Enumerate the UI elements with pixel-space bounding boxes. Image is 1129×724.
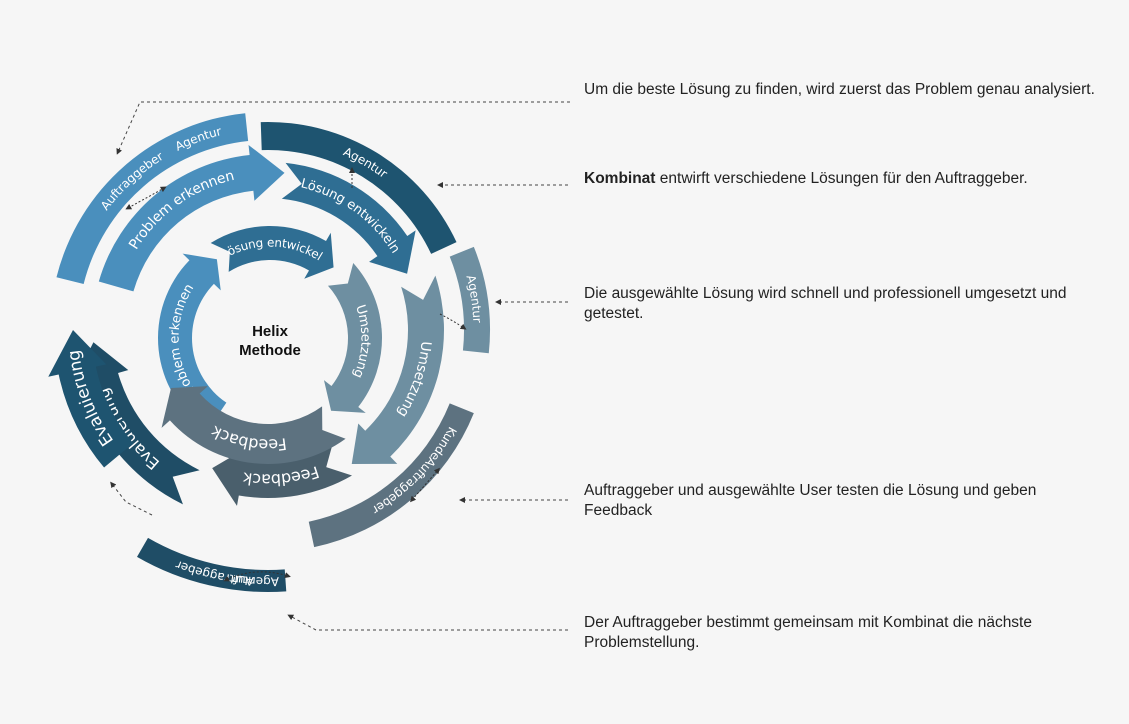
center-title-line1: Helix bbox=[252, 323, 289, 340]
interaction-arrow-bottom-right bbox=[410, 467, 440, 503]
inner-arc-problem bbox=[158, 253, 227, 431]
middle-arc-loesung bbox=[281, 162, 416, 274]
inner-arc-feedback bbox=[161, 386, 346, 464]
role-auftraggeber-right: Auftraggeber bbox=[370, 455, 439, 518]
leader-lines bbox=[110, 101, 570, 631]
leader-line-5 bbox=[287, 614, 568, 631]
ring-segments: AuftraggeberAgenturAgenturAgenturAuftrag… bbox=[0, 0, 490, 592]
outer-arc-top-left bbox=[56, 113, 249, 285]
inner-arc-loesung bbox=[210, 226, 334, 279]
middle-arc-evaluierung bbox=[71, 342, 200, 505]
leader-line-6 bbox=[110, 481, 153, 516]
interaction-arrows bbox=[125, 167, 467, 582]
description-feedback: Auftraggeber und ausgewählte User testen… bbox=[584, 482, 1037, 519]
outer-arc-evaluierung bbox=[48, 330, 134, 468]
middle-arc-umsetzung bbox=[351, 275, 444, 464]
outer-arc-bottom-right bbox=[308, 403, 474, 548]
interaction-arrow-bottom bbox=[223, 571, 291, 582]
interaction-arrow-right bbox=[439, 313, 467, 330]
outer-arc-top-right bbox=[260, 122, 457, 254]
middle-arc-problem bbox=[98, 144, 285, 292]
center-title-line2: Methode bbox=[239, 342, 301, 359]
inner-arc-umsetzung bbox=[323, 263, 382, 413]
description-evaluation: Der Auftraggeber bestimmt gemeinsam mit … bbox=[584, 614, 1032, 651]
description-solution: Kombinat entwirft verschiedene Lösungen … bbox=[584, 170, 1028, 187]
outer-arc-right bbox=[449, 246, 490, 354]
description-implementation: Die ausgewählte Lösung wird schnell und … bbox=[584, 285, 1067, 322]
description-problem: Um die beste Lösung zu finden, wird zuer… bbox=[584, 81, 1095, 98]
